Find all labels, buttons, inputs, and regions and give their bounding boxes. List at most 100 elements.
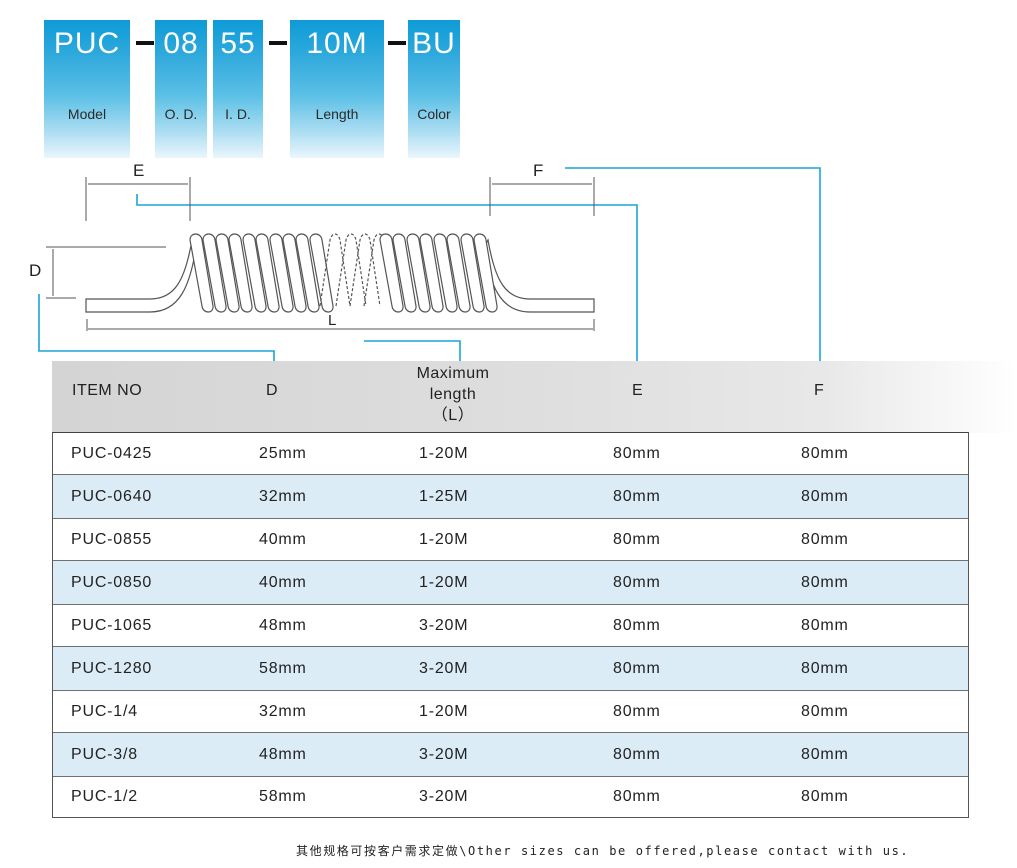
cell-f: 80mm	[801, 659, 849, 677]
coil-loop	[433, 233, 458, 313]
cell-f: 80mm	[801, 745, 849, 763]
table-header: ITEM NO D Maximum length （L） E F	[52, 361, 1017, 433]
coil-loop	[473, 233, 498, 313]
code-segment-id: 55 I. D.	[213, 20, 263, 158]
leader-lines	[38, 167, 821, 365]
coil-loop	[282, 233, 307, 313]
cell-e: 80mm	[613, 659, 661, 677]
cell-item-no: PUC-3/8	[71, 745, 138, 763]
code-separator	[136, 41, 154, 45]
cell-e: 80mm	[613, 573, 661, 591]
cell-max-length: 3-20M	[419, 788, 469, 805]
cell-max-length: 3-20M	[419, 745, 469, 763]
cell-f: 80mm	[801, 573, 849, 591]
code-segment-length: 10M Length	[290, 20, 384, 158]
code-label: Color	[417, 106, 451, 122]
cell-d: 25mm	[259, 444, 307, 462]
coil-loop-dashed	[363, 233, 395, 307]
cell-max-length: 1-20M	[419, 444, 469, 462]
cell-d: 40mm	[259, 530, 307, 548]
code-segment-model: PUC Model	[44, 20, 130, 158]
code-segment-od: 08 O. D.	[155, 20, 207, 158]
cell-item-no: PUC-0425	[71, 444, 153, 462]
cell-item-no: PUC-1065	[71, 616, 153, 634]
code-label: O. D.	[164, 106, 198, 122]
cell-item-no: PUC-0855	[71, 530, 153, 548]
tube-tail-left	[85, 238, 197, 313]
coil-loop	[406, 233, 431, 313]
header-max-length-line1: Maximum	[416, 365, 490, 382]
coil-drawing	[85, 233, 595, 313]
cell-f: 80mm	[801, 530, 849, 548]
cell-max-length: 3-20M	[419, 616, 469, 634]
cell-d: 32mm	[259, 487, 307, 505]
cell-max-length: 3-20M	[419, 659, 469, 677]
coil-loop	[392, 233, 417, 313]
header-max-length: Maximum length （L）	[398, 363, 508, 426]
coil-loop	[446, 233, 471, 313]
cell-item-no: PUC-1/4	[71, 702, 138, 720]
coil-loop-dashed	[349, 233, 381, 307]
leader-line-d	[38, 294, 275, 365]
cell-max-length: 1-25M	[419, 487, 469, 505]
cell-e: 80mm	[613, 702, 661, 720]
coil-loop	[309, 233, 334, 313]
leader-line-e	[136, 194, 638, 365]
cell-e: 80mm	[613, 487, 661, 505]
coil-loop	[242, 233, 267, 313]
dimension-label-e: E	[133, 161, 145, 180]
code-label: Length	[315, 106, 359, 122]
code-segment-color: BU Color	[408, 20, 460, 158]
code-separator	[388, 41, 406, 45]
table-row: PUC-1280 58mm 3-20M 80mm 80mm	[53, 647, 968, 691]
coil-loop	[215, 233, 240, 313]
coil-loop	[255, 233, 280, 313]
dimension-label-f: F	[533, 161, 544, 180]
coil-loop	[379, 233, 404, 313]
code-label: I. D.	[225, 106, 251, 122]
coil-loop-dashed	[319, 233, 351, 307]
table-row: PUC-1065 48mm 3-20M 80mm 80mm	[53, 605, 968, 647]
leader-line-f	[565, 167, 821, 365]
cell-d: 58mm	[259, 788, 307, 805]
header-max-length-line2: length	[429, 386, 477, 403]
cell-max-length: 1-20M	[419, 702, 469, 720]
cell-e: 80mm	[613, 788, 661, 805]
leader-line-l	[364, 340, 461, 365]
tube-tail-right	[483, 238, 595, 313]
cell-d: 58mm	[259, 659, 307, 677]
header-f: F	[814, 382, 825, 399]
dimension-lines	[46, 177, 595, 331]
header-e: E	[632, 382, 644, 399]
cell-max-length: 1-20M	[419, 573, 469, 591]
cell-d: 48mm	[259, 616, 307, 634]
cell-e: 80mm	[613, 616, 661, 634]
cell-e: 80mm	[613, 530, 661, 548]
code-label: Model	[67, 106, 107, 122]
cell-f: 80mm	[801, 788, 849, 805]
coil-loop	[189, 233, 214, 313]
table-row: PUC-1/2 58mm 3-20M 80mm 80mm	[53, 777, 968, 817]
cell-f: 80mm	[801, 616, 849, 634]
header-item-no: ITEM NO	[72, 382, 143, 399]
coil-loop	[419, 233, 444, 313]
coil-loop	[295, 233, 320, 313]
header-max-length-line3: （L）	[431, 407, 475, 424]
coil-loop	[269, 233, 294, 313]
cell-d: 40mm	[259, 573, 307, 591]
cell-d: 32mm	[259, 702, 307, 720]
coil-tube-diagram	[38, 167, 821, 365]
coil-loop	[202, 233, 227, 313]
code-value: 10M	[306, 27, 368, 60]
cell-f: 80mm	[801, 444, 849, 462]
cell-item-no: PUC-1/2	[71, 788, 138, 805]
cell-item-no: PUC-1280	[71, 659, 153, 677]
code-separator	[269, 41, 287, 45]
coil-loop	[228, 233, 253, 313]
